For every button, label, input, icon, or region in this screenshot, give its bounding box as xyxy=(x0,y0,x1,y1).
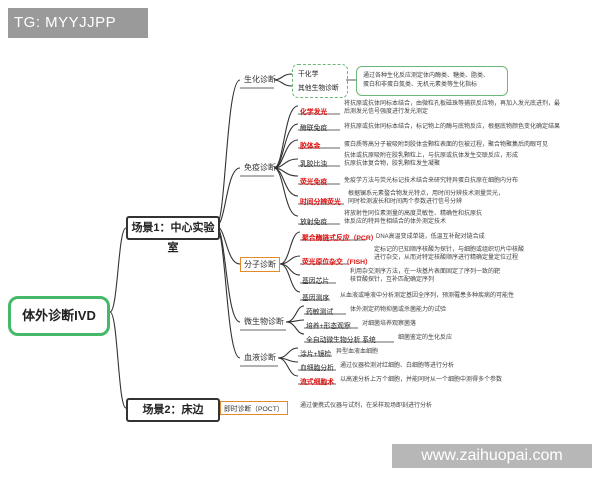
bio-desc-line1: 通过各种生化反应测定体内酶类、糖类、脂类、 xyxy=(363,73,490,79)
scene1-node: 场景1：中心实验室 xyxy=(126,216,220,254)
blood-row-name: 涂片+镜检 xyxy=(300,351,332,358)
immune-row-desc: 将抗原或抗体同标本结合，由微粒孔板磁珠等捕获反应物，再加入发光底进剂，最 xyxy=(344,101,561,107)
channel-tag: TG: MYYJJPP xyxy=(8,8,148,38)
micro-row-desc: 细菌鉴定的生化反应 xyxy=(398,335,453,341)
molecular-row-desc: 进行杂交，从而对特定核酸顺序进行精确定量定位过程 xyxy=(374,255,519,261)
poct-label: 即时诊断（POCT） xyxy=(220,401,288,415)
micro-row-desc: 对细菌培养观察菌落 xyxy=(362,321,417,327)
immune-row-desc: 蛋白质等高分子被吸附到胶体金颗粒表面的包被过程，聚合物聚集后肉眼可见 xyxy=(344,142,549,148)
micro-row-name: 培养+形态观察 xyxy=(306,323,351,330)
molecular-row-desc: 从血液或唾液中分析测定基因全序列，预测罹患多种疾病的可能性 xyxy=(340,293,515,299)
micro-title: 微生物诊断 xyxy=(244,317,284,326)
immune-row-name: 放射免疫 xyxy=(300,219,328,226)
bio-desc-box: 通过各种生化反应测定体内酶类、糖类、脂类、 蛋白和非蛋白氮类、无机元素类等生化指… xyxy=(356,66,508,96)
scene2-node: 场景2：床边 xyxy=(126,398,220,422)
bio-group xyxy=(292,64,348,98)
poct-desc: 通过便携式仪器与试剂，在采样现场即刻进行分析 xyxy=(300,403,433,409)
bio-desc-line2: 蛋白和非蛋白氮类、无机元素类等生化指标 xyxy=(363,82,478,88)
micro-row-name: 全自动微生物分析 系统 xyxy=(306,337,376,344)
root-node: 体外诊断IVD xyxy=(8,296,110,336)
blood-row-desc: 通过仪器检测对红细胞、白细胞等进行分析 xyxy=(340,363,455,369)
immune-row-desc: 将抗原或抗体同标本结合，标记物上的酶与底物反应，根据底物颜色变化确定结果 xyxy=(344,124,561,130)
molecular-title: 分子诊断 xyxy=(240,257,280,272)
blood-title: 血液诊断 xyxy=(244,353,276,362)
immune-row-desc: 后测发光信号强度进行发光测定 xyxy=(344,109,429,115)
immune-row-desc: 体反应的特异性相结合的体外测定技术 xyxy=(344,219,447,225)
immune-row-desc: 同时检测波长和时间两个参数进行信号分辨 xyxy=(348,199,463,205)
molecular-row-name: 基因测序 xyxy=(302,295,330,302)
molecular-row-name: 聚合酶链式反应（PCR） xyxy=(302,235,378,242)
molecular-row-name: 基因芯片 xyxy=(302,278,330,285)
immune-row-desc: 将放射性同位素测量的高度灵敏性、精确性和抗原抗 xyxy=(344,211,483,217)
molecular-row-desc: 利用杂交测序方法，在一块基片表面固定了序列一致的靶 xyxy=(350,269,501,275)
immune-title: 免疫诊断 xyxy=(244,163,276,172)
blood-row-desc: 异型血液血细胞 xyxy=(336,349,379,355)
site-watermark: www.zaihuopai.com xyxy=(392,444,592,468)
bio-item-other: 其他生物诊断 xyxy=(298,85,339,92)
immune-row-desc: 根据镧系元素螯合物发光特点，用时间分辨技术测量荧光， xyxy=(348,191,505,197)
immune-row-desc: 抗原抗体复合物，胶乳颗粒发生凝聚 xyxy=(344,161,441,167)
immune-row-name: 化学发光 xyxy=(300,109,328,116)
immune-row-name: 时间分辨荧光 xyxy=(300,199,341,206)
bio-item-dry: 干化学 xyxy=(298,71,319,78)
immune-row-name: 乳胶比浊 xyxy=(300,161,328,168)
bio-title: 生化诊断 xyxy=(244,75,276,84)
immune-row-name: 荧光免疫 xyxy=(300,179,328,186)
micro-row-desc: 体外测定药物抑菌或杀菌能力的试验 xyxy=(350,307,447,313)
blood-row-name: 流式细胞术 xyxy=(300,379,334,386)
blood-row-desc: 以高速分析上万个细胞，并能同时从一个细胞中测得多个参数 xyxy=(340,377,503,383)
immune-row-name: 酶联免疫 xyxy=(300,125,328,132)
micro-row-name: 药敏测试 xyxy=(306,309,334,316)
immune-row-desc: 抗体或抗原吸附在胶乳颗粒上，与抗原或抗体发生交联反应，形成 xyxy=(344,153,519,159)
molecular-row-name: 荧光原位杂交（FISH） xyxy=(302,259,372,266)
molecular-row-desc: DNA高温变成单链，低温互补配对链合成 xyxy=(376,234,485,240)
molecular-row-desc: 核苷酸探针，互补匹配确定序列 xyxy=(350,277,435,283)
immune-row-desc: 免疫学方法与荧光标记技术结合来研究特异蛋白抗原在细胞内分布 xyxy=(344,178,519,184)
blood-row-name: 血细胞分析 xyxy=(300,365,334,372)
molecular-row-desc: 定标记的已知顺序核酸为探针，与细胞或组织切片中核酸 xyxy=(374,247,525,253)
immune-row-name: 胶体金 xyxy=(300,143,321,150)
